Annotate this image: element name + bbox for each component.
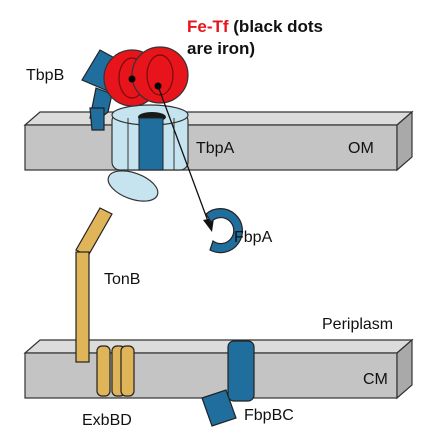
fbpa-label: FbpA [234,229,273,246]
tbpa-label: TbpA [196,140,235,157]
om-label: OM [348,140,374,157]
title-note-line1: (black dots [229,17,323,36]
tonb-label: TonB [104,271,140,288]
cytoplasmic-membrane-side-face [396,338,413,400]
cm-label: CM [363,371,388,388]
fbpbc-label: FbpBC [244,407,294,424]
tonb-protein [75,207,113,363]
fbpbc-transmembrane [227,340,255,402]
title-species: Fe-Tf [187,17,229,36]
tonb-shaft [75,251,90,363]
tbpb-label: TbpB [26,67,64,84]
outer-membrane-front-face [24,124,398,171]
exbbd-label: ExbBD [82,412,132,429]
tonb-upper-arm [75,207,113,257]
outer-membrane-side-face [396,110,413,172]
transferrin-lobe-right [131,46,189,104]
iron-dot-left [128,75,136,83]
exbbd-subunit-1 [96,345,111,397]
tbpb-anchor [89,107,105,131]
tbpa-plug [138,117,164,171]
tbpa-protein [107,104,189,202]
outer-membrane-top-face [23,111,414,126]
title-text: Fe-Tf (black dots [187,17,323,36]
tbpa-periplasmic-domain [107,170,159,202]
fbpa-protein [205,208,244,254]
exbbd-complex [96,345,135,397]
fbpbc-complex [201,340,255,427]
transferrin [103,46,189,107]
exbbd-subunit-3 [120,345,135,397]
transferrin-lobe-right-inner [146,54,174,96]
title-note-line2: are iron) [187,39,255,58]
iron-path-line [157,85,210,225]
periplasm-label: Periplasm [322,316,393,333]
fbpbc-atpase [201,389,237,427]
